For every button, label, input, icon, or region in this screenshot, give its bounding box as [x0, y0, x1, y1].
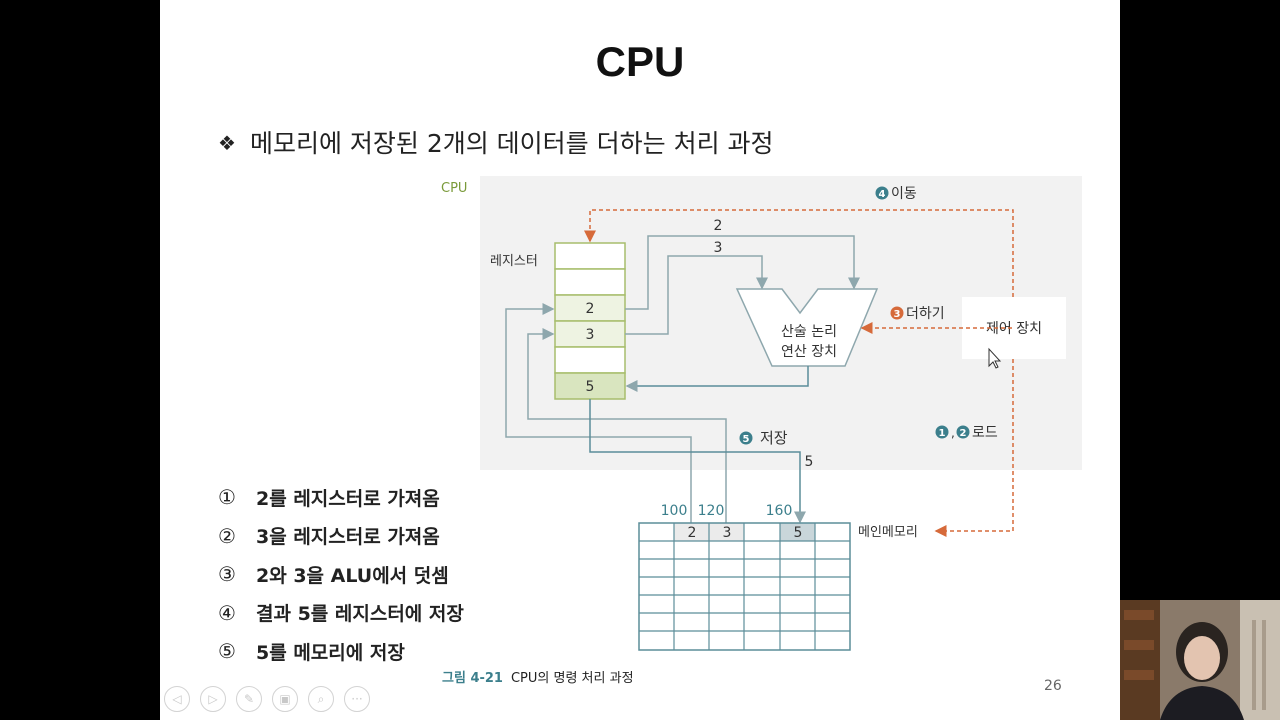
memory-to-register-line: [527, 328, 727, 524]
control-unit-label: 제어 장치: [986, 321, 1042, 337]
step-1-number: 1: [939, 428, 946, 439]
main-memory-label: 메인메모리: [858, 525, 918, 540]
register-stack: 2 3 5: [554, 242, 626, 400]
register-to-alu-line: [625, 255, 768, 335]
step-4-label: 이동: [891, 186, 917, 202]
alu-to-register-line: [625, 366, 809, 392]
register-label: 레지스터: [490, 254, 538, 269]
register-cell: [554, 320, 626, 348]
back-icon[interactable]: ◁: [164, 686, 190, 712]
step-4-marker: [875, 186, 889, 200]
register-cell: [554, 268, 626, 296]
memory-cell-highlight: [780, 523, 815, 541]
step-item: ③ 2와 3을 ALU에서 덧셈: [218, 555, 464, 594]
step-item: ⑤ 5를 메모리에 저장: [218, 632, 464, 671]
register-cell: [554, 346, 626, 374]
wire-label: 3: [714, 240, 723, 256]
step-text: 결과 5를 레지스터에 저장: [256, 603, 464, 626]
step-2-number: 2: [960, 428, 967, 439]
slide-title: CPU: [595, 38, 685, 85]
step-list: ① 2를 레지스터로 가져옴 ② 3을 레지스터로 가져옴 ③ 2와 3을 ALU에서…: [218, 478, 464, 671]
mouse-cursor-icon: [988, 347, 1002, 369]
slide-subtitle: 메모리에 저장된 2개의 데이터를 더하는 처리 과정: [249, 129, 774, 158]
alu-shape: [735, 288, 879, 367]
address-label: 120: [698, 503, 725, 519]
cpu-diagram: 제어 장치 레지스터 2 3 5 산술 논리 연산 장치 2 3: [480, 176, 1082, 651]
figure-caption: 그림 4-21 CPU의 명령 처리 과정: [442, 667, 634, 686]
alu-label: 연산 장치: [781, 344, 837, 360]
step-5-number: 5: [743, 434, 750, 445]
step-text: 5를 메모리에 저장: [256, 641, 405, 664]
step-2-marker: [956, 425, 970, 439]
figure-number: 그림 4-21: [442, 671, 503, 686]
alu-label: 산술 논리: [781, 324, 837, 340]
step-5-marker: [739, 431, 753, 445]
step-item: ② 3을 레지스터로 가져옴: [218, 517, 464, 556]
register-cell: [554, 294, 626, 322]
step-text: 2와 3을 ALU에서 덧셈: [256, 564, 449, 587]
move-control-arrow: [584, 209, 1014, 297]
register-to-alu-line: [625, 235, 860, 310]
memory-value: 5: [794, 525, 803, 541]
forward-icon[interactable]: ▷: [200, 686, 226, 712]
diamond-bullet-icon: ❖: [218, 131, 236, 155]
webcam-feed: [1120, 600, 1280, 720]
control-unit-box: [962, 297, 1066, 359]
register-to-memory-line: [589, 399, 806, 524]
memory-cell-highlight: [674, 523, 709, 541]
step-text: 3을 레지스터로 가져옴: [256, 526, 440, 549]
step-number: ①: [218, 485, 236, 510]
step-item: ① 2를 레지스터로 가져옴: [218, 478, 464, 517]
step-3-marker: [890, 306, 904, 320]
address-label: 160: [766, 503, 793, 519]
slideshow-toolbar: ◁ ▷ ✎ ▣ ⌕ ···: [164, 686, 370, 712]
more-icon[interactable]: ···: [344, 686, 370, 712]
pen-icon[interactable]: ✎: [236, 686, 262, 712]
step-number: ②: [218, 523, 236, 548]
register-cell: [554, 242, 626, 270]
memory-cell-highlight: [709, 523, 744, 541]
wire-label: 5: [805, 454, 814, 470]
memory-value: 3: [723, 525, 732, 541]
step-5-label: 저장: [760, 429, 788, 447]
cpu-label: CPU: [441, 181, 468, 196]
memory-value: 2: [688, 525, 697, 541]
load-control-arrow: [934, 359, 1014, 537]
svg-text:,: ,: [951, 426, 955, 440]
register-value: 2: [586, 301, 595, 317]
step-item: ④ 결과 5를 레지스터에 저장: [218, 594, 464, 633]
main-memory-grid: 2 3 5: [638, 522, 851, 651]
step-3-number: 3: [894, 309, 901, 320]
register-value: 3: [586, 327, 595, 343]
page-number: 26: [1044, 678, 1062, 694]
memory-to-register-line: [505, 303, 692, 524]
step-1-marker: [935, 425, 949, 439]
step-3-label: 더하기: [906, 306, 945, 322]
register-value: 5: [586, 379, 595, 395]
load-label: 로드: [972, 425, 998, 441]
step-number: ③: [218, 562, 236, 587]
figure-caption-text: CPU의 명령 처리 과정: [510, 671, 634, 686]
slides-icon[interactable]: ▣: [272, 686, 298, 712]
zoom-icon[interactable]: ⌕: [308, 686, 334, 712]
subtitle-row: ❖ 메모리에 저장된 2개의 데이터를 더하는 처리 과정: [218, 124, 774, 160]
step-text: 2를 레지스터로 가져옴: [256, 487, 440, 510]
step-number: ⑤: [218, 639, 236, 664]
step-number: ④: [218, 600, 236, 625]
wire-label: 2: [714, 218, 723, 234]
address-label: 100: [661, 503, 688, 519]
slide: CPU ❖ 메모리에 저장된 2개의 데이터를 더하는 처리 과정 CPU 제어 …: [160, 0, 1120, 720]
step-4-number: 4: [879, 189, 886, 200]
